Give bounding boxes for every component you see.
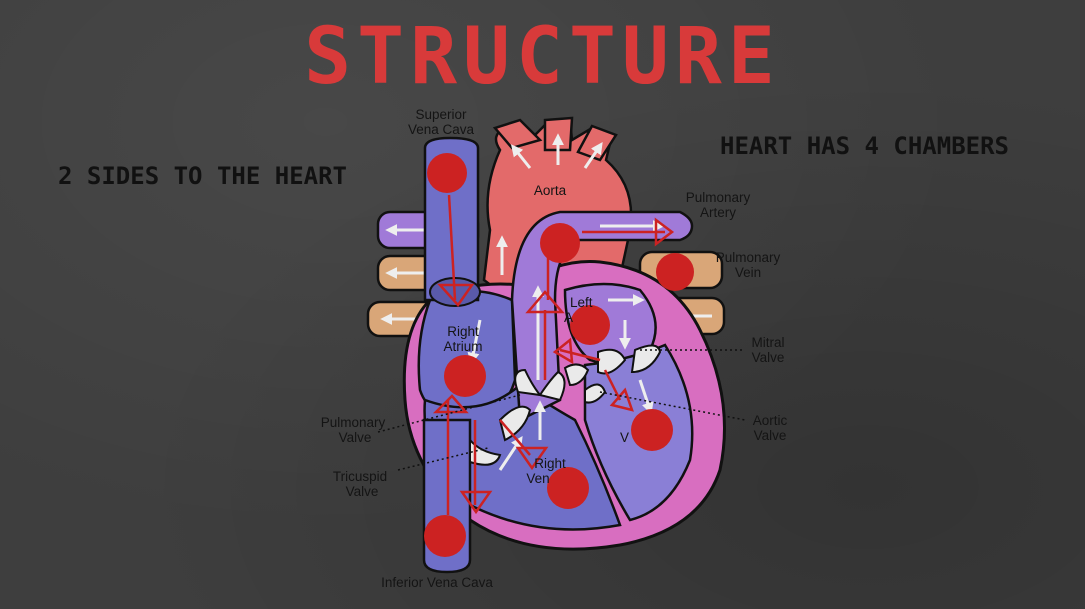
label-aortic-valve-1: Aortic xyxy=(753,413,788,428)
label-left-atrium-1: Left xyxy=(570,295,593,310)
label-left-atrium-2: A xyxy=(564,310,573,325)
label-superior-vena-cava-1: Superior xyxy=(415,107,467,122)
label-right-ventricle-2: Ven xyxy=(526,471,549,486)
red-arrow-line xyxy=(447,194,457,301)
red-arrowhead xyxy=(515,446,549,471)
label-left-ventricle: V xyxy=(620,430,629,445)
label-pulmonary-artery-2: Artery xyxy=(700,205,736,220)
red-markers xyxy=(424,153,694,557)
red-arrowhead xyxy=(437,283,475,308)
leader-lines xyxy=(377,349,746,471)
label-pulmonary-valve-1: Pulmonary xyxy=(321,415,386,430)
red-arrowhead xyxy=(654,217,675,247)
red-dot xyxy=(427,153,467,193)
red-arrowhead xyxy=(525,290,565,314)
label-pulmonary-artery-1: Pulmonary xyxy=(686,190,751,205)
red-arrowhead xyxy=(459,490,493,515)
label-pulmonary-valve-2: Valve xyxy=(339,430,372,445)
red-arrowhead xyxy=(552,337,574,365)
label-aorta: Aorta xyxy=(534,183,567,198)
red-dot xyxy=(570,305,610,345)
label-aortic-valve-2: Valve xyxy=(754,428,787,443)
left-heading: 2 SIDES TO THE HEART xyxy=(58,162,347,190)
red-dot xyxy=(444,355,486,397)
pulmonary-valve xyxy=(514,368,566,402)
tricuspid-valve xyxy=(469,405,532,466)
red-dot xyxy=(656,253,694,291)
aortic-valve xyxy=(563,363,607,404)
label-right-ventricle-1: Right xyxy=(534,456,566,471)
slide-title: STRUCTURE xyxy=(304,12,781,102)
red-arrow-line xyxy=(603,369,622,401)
red-arrow-line xyxy=(559,348,601,362)
leader-line xyxy=(397,447,489,471)
label-right-atrium-2: Atrium xyxy=(443,339,482,354)
flow-arrow xyxy=(467,319,482,365)
red-dot xyxy=(547,467,589,509)
label-tricuspid-valve-2: Valve xyxy=(346,484,379,499)
red-arrowhead xyxy=(432,394,469,414)
mitral-valve xyxy=(597,344,662,375)
right-heading: HEART HAS 4 CHAMBERS xyxy=(720,132,1009,160)
label-right-atrium-1: Right xyxy=(447,324,479,339)
red-dot xyxy=(540,223,580,263)
label-pulmonary-vein-1: Pulmonary xyxy=(716,250,781,265)
red-dot xyxy=(631,409,673,451)
label-mitral-valve-1: Mitral xyxy=(752,335,785,350)
label-inferior-vena-cava: Inferior Vena Cava xyxy=(381,575,493,590)
red-dot xyxy=(424,515,466,557)
flow-arrow xyxy=(638,379,654,415)
red-arrowhead xyxy=(609,387,634,412)
flow-arrow xyxy=(498,436,523,471)
red-arrows xyxy=(432,194,675,515)
label-tricuspid-valve-1: Tricuspid xyxy=(333,469,387,484)
label-mitral-valve-2: Valve xyxy=(752,350,785,365)
label-superior-vena-cava-2: Vena Cava xyxy=(408,122,475,137)
label-pulmonary-vein-2: Vein xyxy=(735,265,761,280)
